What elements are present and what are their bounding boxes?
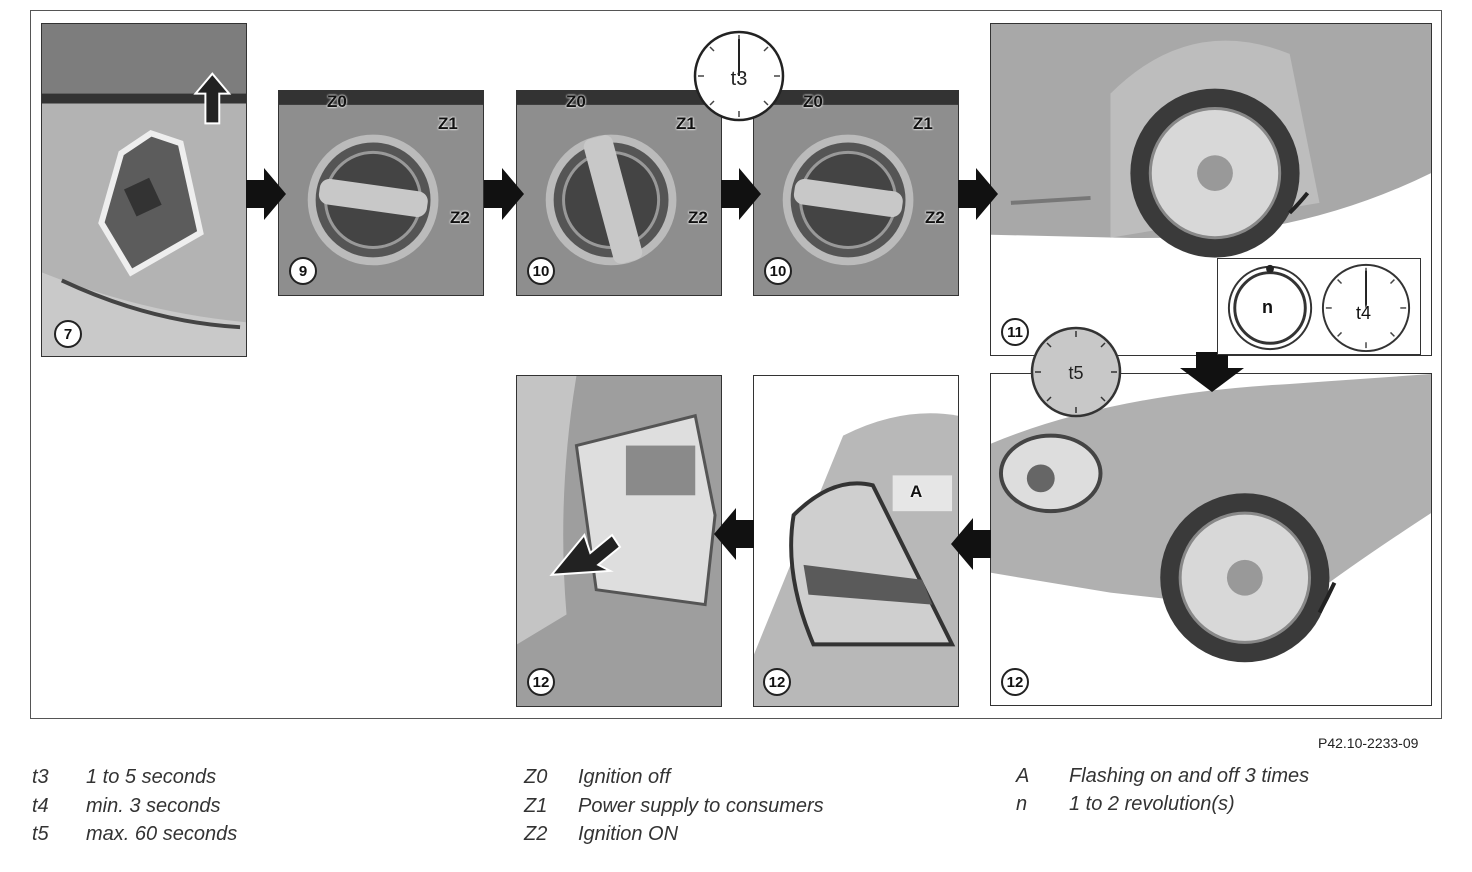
timer-t3-icon: t3 [693,30,785,122]
arrow-right-icon [721,168,761,220]
step-10-marker: 10 [527,257,555,285]
timer-t5-icon: t5 [1030,326,1122,418]
arrow-right-icon [246,168,286,220]
legend-text-z0: Ignition off [578,766,671,788]
label-z0: Z0 [803,92,823,111]
legend-text-t3: 1 to 5 seconds [86,766,217,788]
step-12-marker: 12 [763,668,791,696]
label-z1: Z1 [438,114,458,133]
legend-key-a: A [1016,765,1030,787]
label-z0: Z0 [327,92,347,111]
photo-tail-light-12 [753,375,959,707]
dial-panel [1217,258,1421,355]
dial-n-label: n [1262,297,1273,317]
photo-wheel-sensor-12 [516,375,722,707]
arrow-right-icon [958,168,998,220]
arrow-left-icon [951,518,991,570]
timer-t3-label: t3 [731,68,748,90]
step-11-marker: 11 [1001,318,1029,346]
legend-text-t4: min. 3 seconds [86,795,221,817]
arrow-left-icon [714,508,754,560]
label-a: A [910,482,923,501]
legend-text-a: Flashing on and off 3 times [1069,765,1310,787]
label-z1: Z1 [676,114,696,133]
step-9-marker: 9 [289,257,317,285]
legend-text-t5: max. 60 seconds [86,823,238,845]
arrow-down-icon [1180,352,1244,392]
step-12-marker: 12 [527,668,555,696]
legend-key-n: n [1016,793,1028,815]
legend-key-z1: Z1 [524,795,548,817]
step-10-marker: 10 [764,257,792,285]
legend-key-t5: t5 [32,823,49,845]
legend-key-t4: t4 [32,795,49,817]
photo-car-front-12 [990,373,1432,706]
legend-text-z2: Ignition ON [578,823,679,845]
legend-text-z1: Power supply to consumers [578,795,824,817]
arrow-right-icon [484,168,524,220]
step-7-marker: 7 [54,320,82,348]
legend-key-z2: Z2 [524,823,548,845]
diagram-frame [30,10,1442,719]
label-z2: Z2 [925,208,945,227]
legend-key-z0: Z0 [524,766,548,788]
label-z2: Z2 [688,208,708,227]
label-z1: Z1 [913,114,933,133]
photo-key-fob [41,23,247,357]
figure-reference: P42.10-2233-09 [1318,735,1419,751]
timer-t4-label: t4 [1356,303,1372,323]
legend-key-t3: t3 [32,766,49,788]
legend-text-n: 1 to 2 revolution(s) [1069,793,1235,815]
label-z0: Z0 [566,92,586,111]
timer-t5-label: t5 [1068,363,1083,383]
photo-car-rolling-11 [990,23,1432,356]
label-z2: Z2 [450,208,470,227]
step-12-marker: 12 [1001,668,1029,696]
